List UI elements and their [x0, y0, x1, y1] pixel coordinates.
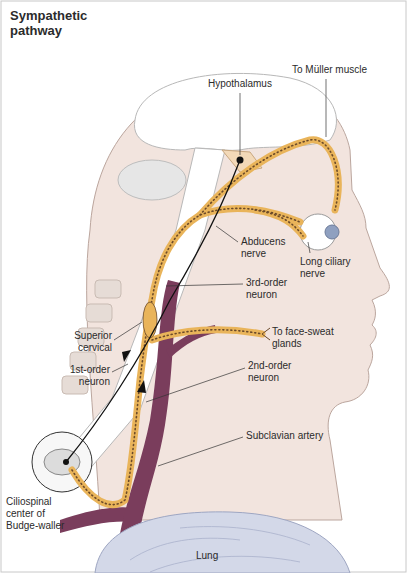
lung-line [180, 527, 310, 545]
iris [325, 225, 339, 239]
lung [95, 512, 350, 573]
anatomy-label: Lung [196, 550, 246, 562]
anatomy-label: Superior cervical [46, 330, 112, 354]
lung-texture [130, 527, 310, 572]
nerve-dots-muller [200, 140, 338, 215]
arrow-up [137, 380, 146, 393]
leader-line [146, 368, 245, 402]
anatomy-label: To Müller muscle [292, 64, 397, 76]
anatomy-label: 1st-order neuron [46, 364, 110, 388]
leader-line [308, 242, 310, 253]
leader-line [158, 437, 243, 466]
nerve-main [72, 208, 300, 504]
nerve-dots-ciliary [255, 210, 303, 236]
sympathetic-nerves [72, 140, 338, 505]
nerve-dots-sweat [152, 330, 262, 340]
anatomy-label: Abducens nerve [241, 236, 291, 260]
nerve-dots-main [72, 208, 300, 504]
leader-lines [112, 79, 326, 466]
nerve-muller [200, 140, 338, 215]
cerebellum [118, 160, 186, 200]
leader-line [326, 79, 327, 137]
leader-line [114, 322, 142, 340]
ciliospinal-dot [63, 459, 69, 465]
anatomy-label: 2nd-order neuron [248, 360, 304, 384]
vertebra [95, 280, 121, 298]
nerve-sweat [152, 330, 262, 340]
spinal-cord [56, 148, 225, 478]
superior-cervical-ganglion [143, 302, 157, 338]
anatomy-label: Long ciliary nerve [300, 256, 355, 280]
leader-line [240, 93, 241, 155]
arrow-down [122, 350, 131, 362]
anatomy-label: Ciliospinal center of Budge-waller [6, 496, 76, 532]
anatomy-label: Subclavian artery [246, 430, 356, 442]
sweat-fork [262, 328, 270, 340]
anatomy-label: Hypothalamus [208, 78, 298, 90]
anatomy-label: To face-sweat glands [272, 326, 336, 350]
leader-line [112, 364, 128, 372]
nerve-long-ciliary [255, 210, 303, 236]
leader-line [216, 226, 238, 242]
lung-line [150, 556, 300, 572]
hypothalamus-dot [237, 157, 244, 164]
leader-line [166, 284, 243, 286]
carotid-artery [118, 280, 180, 545]
figure-title: Sympathetic pathway [10, 8, 105, 38]
anatomy-label: 3rd-order neuron [246, 277, 298, 301]
vertebra [86, 304, 112, 322]
nerve-dots [72, 140, 338, 505]
first-order-neuron [66, 160, 240, 462]
